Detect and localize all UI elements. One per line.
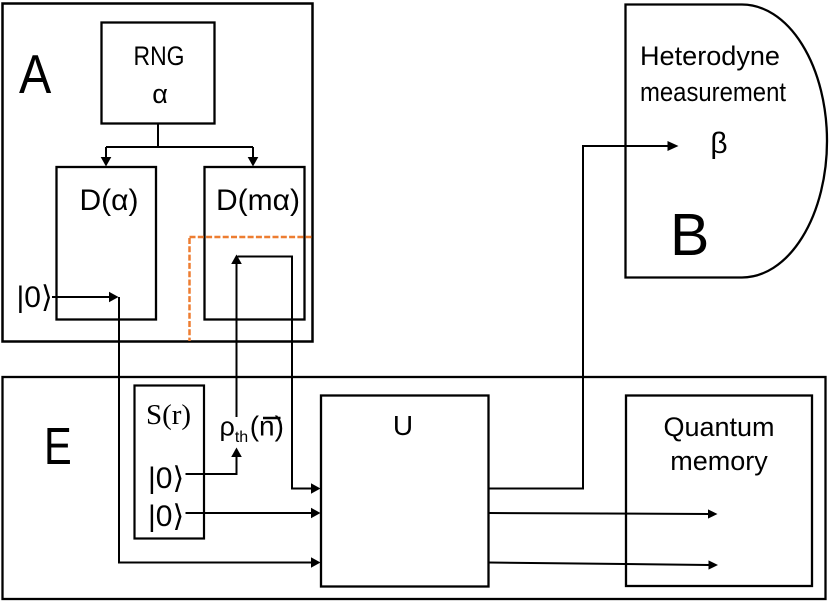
svg-text:RNG: RNG [134,41,185,71]
svg-text:|0⟩: |0⟩ [17,281,53,314]
svg-text:E: E [44,417,72,476]
svg-text:Heterodyne: Heterodyne [640,41,780,71]
svg-text:B: B [670,202,709,268]
svg-text:α: α [152,79,168,109]
svg-text:|0⟩: |0⟩ [148,500,184,533]
svg-text:β: β [710,127,727,160]
svg-text:A: A [19,43,52,105]
svg-text:|0⟩: |0⟩ [148,462,184,495]
svg-text:Quantum: Quantum [663,412,774,442]
svg-text:memory: memory [670,446,768,476]
svg-text:S(r): S(r) [146,399,191,431]
svg-text:ρth(n): ρth(n) [220,411,284,447]
svg-text:U: U [393,410,413,441]
svg-text:D(mα): D(mα) [216,184,300,217]
svg-text:measurement: measurement [640,77,786,107]
svg-text:D(α): D(α) [80,184,139,217]
